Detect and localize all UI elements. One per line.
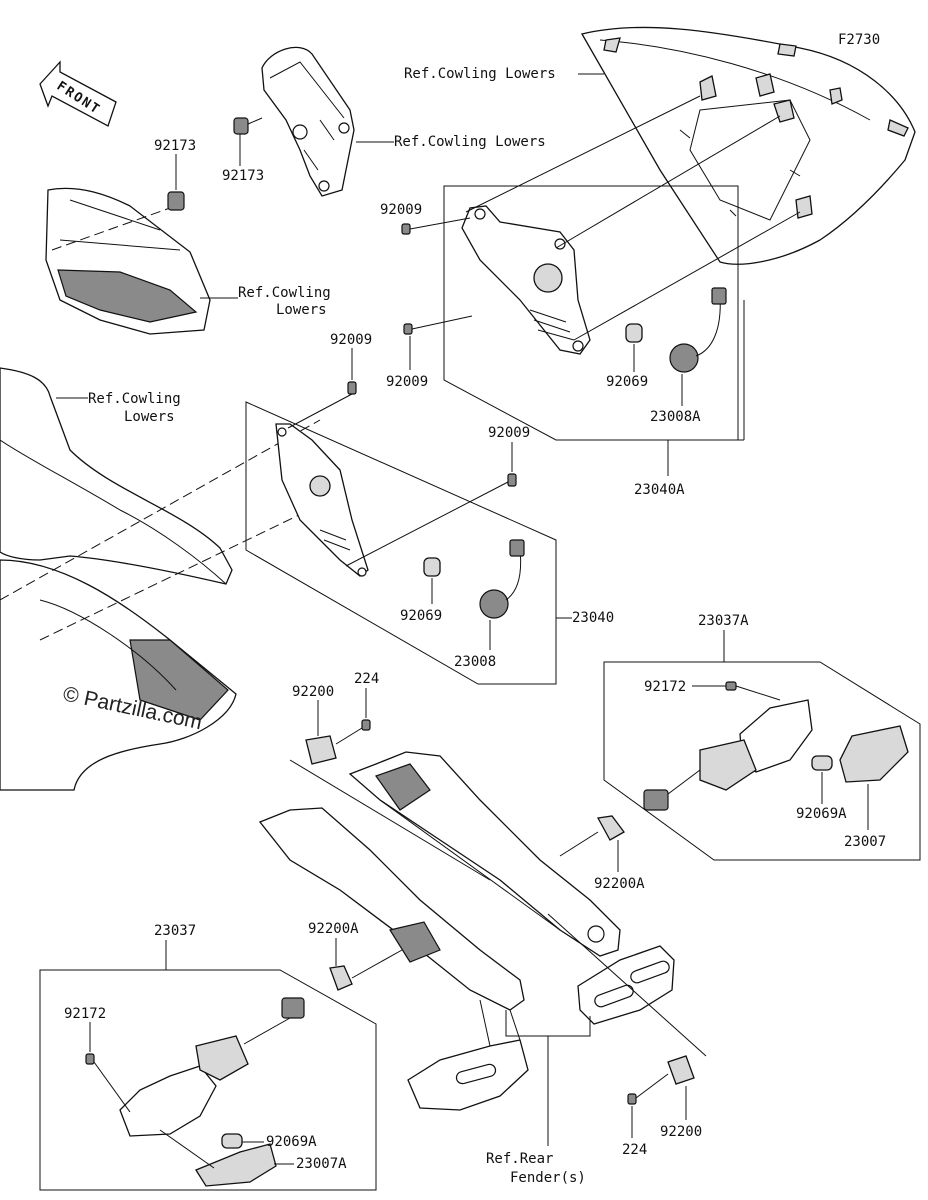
clip-92200a-right: [596, 815, 625, 841]
part-92009-c-label: 92009: [330, 332, 372, 348]
cowling-tab: [603, 37, 621, 53]
part-92173-mid-label: 92173: [222, 168, 264, 184]
part-224-bottom-label: 224: [622, 1142, 647, 1158]
assy-23037a-outline: [603, 661, 921, 861]
part-92200a-right-label: 92200A: [594, 876, 645, 892]
screw-92009-b: [403, 315, 473, 335]
rear-fender-bracket-left: [258, 807, 529, 1111]
bulb-92069a-right: [811, 755, 833, 771]
part-23008a-label: 23008A: [650, 409, 701, 425]
cowling-lower-right-panel: [581, 26, 916, 265]
ref-cowling-left-label-1: Ref.Cowling: [238, 285, 331, 301]
screw-92009-d: [345, 473, 517, 567]
screw-224-top: [335, 719, 371, 745]
part-92173-left-label: 92173: [154, 138, 196, 154]
screw-92172-left: [85, 1053, 95, 1065]
ref-cowling-top-label: Ref.Cowling Lowers: [404, 66, 556, 82]
screw-224-bottom: [627, 1073, 669, 1105]
ref-cowling-mid-label-2: Lowers: [124, 409, 175, 425]
part-23037-label: 23037: [154, 923, 196, 939]
ref-rear-fender-label-1: Ref.Rear: [486, 1151, 553, 1167]
part-92069-right-label: 92069: [606, 374, 648, 390]
ref-cowling-mid-label-1: Ref.Cowling: [88, 391, 181, 407]
bulb-92069-upper: [625, 323, 643, 343]
part-92069a-right-label: 92069A: [796, 806, 847, 822]
ref-cowling-bracket-label: Ref.Cowling Lowers: [394, 134, 546, 150]
part-92009-b-label: 92009: [386, 374, 428, 390]
part-92069-mid-label: 92069: [400, 608, 442, 624]
screw-92172-right: [725, 681, 781, 701]
turn-signal-23037a: [643, 699, 909, 811]
part-23008-label: 23008: [454, 654, 496, 670]
part-23007-label: 23007: [844, 834, 886, 850]
position-lamp-assy-23040: [275, 423, 369, 577]
part-23040a-label: 23040A: [634, 482, 685, 498]
cowling-lower-mid-panel: [0, 367, 237, 791]
screw-92009-a: [401, 217, 471, 235]
socket-23008: [479, 539, 525, 619]
ref-rear-fender-label-2: Fender(s): [510, 1170, 586, 1186]
clip-92200a-mid: [329, 965, 353, 991]
assy-23040-outline: [245, 401, 557, 685]
bulb-92069a-left: [221, 1133, 243, 1149]
part-92069a-left-label: 92069A: [266, 1134, 317, 1150]
front-direction-arrow: FRONT: [39, 60, 117, 127]
part-92172-left-label: 92172: [64, 1006, 106, 1022]
nut-92173-mid: [233, 117, 263, 135]
bulb-92069-mid: [423, 557, 441, 577]
ref-cowling-left-label-2: Lowers: [276, 302, 327, 318]
part-92009-d-label: 92009: [488, 425, 530, 441]
figure-code: F2730: [838, 32, 880, 48]
clip-92200-top: [305, 735, 337, 765]
part-23037a-label: 23037A: [698, 613, 749, 629]
part-23007a-label: 23007A: [296, 1156, 347, 1172]
socket-23008a: [669, 287, 727, 373]
part-224-top-label: 224: [354, 671, 379, 687]
part-23040-label: 23040: [572, 610, 614, 626]
position-lamp-assy-23040a: [461, 205, 591, 355]
part-92200a-mid-label: 92200A: [308, 921, 359, 937]
screw-92009-c: [287, 381, 357, 429]
clip-92200-bottom: [667, 1055, 695, 1085]
assy-23037-outline: [39, 969, 377, 1191]
part-92172-right-label: 92172: [644, 679, 686, 695]
part-92200-top-label: 92200: [292, 684, 334, 700]
nut-92173-left: [167, 191, 185, 211]
cowling-lower-bracket: [261, 46, 355, 197]
rear-fender-bracket-right: [348, 751, 675, 1025]
turn-signal-23037: [119, 997, 305, 1187]
part-92009-a-label: 92009: [380, 202, 422, 218]
part-92200-bottom-label: 92200: [660, 1124, 702, 1140]
cowling-lower-left-piece: [45, 187, 211, 335]
